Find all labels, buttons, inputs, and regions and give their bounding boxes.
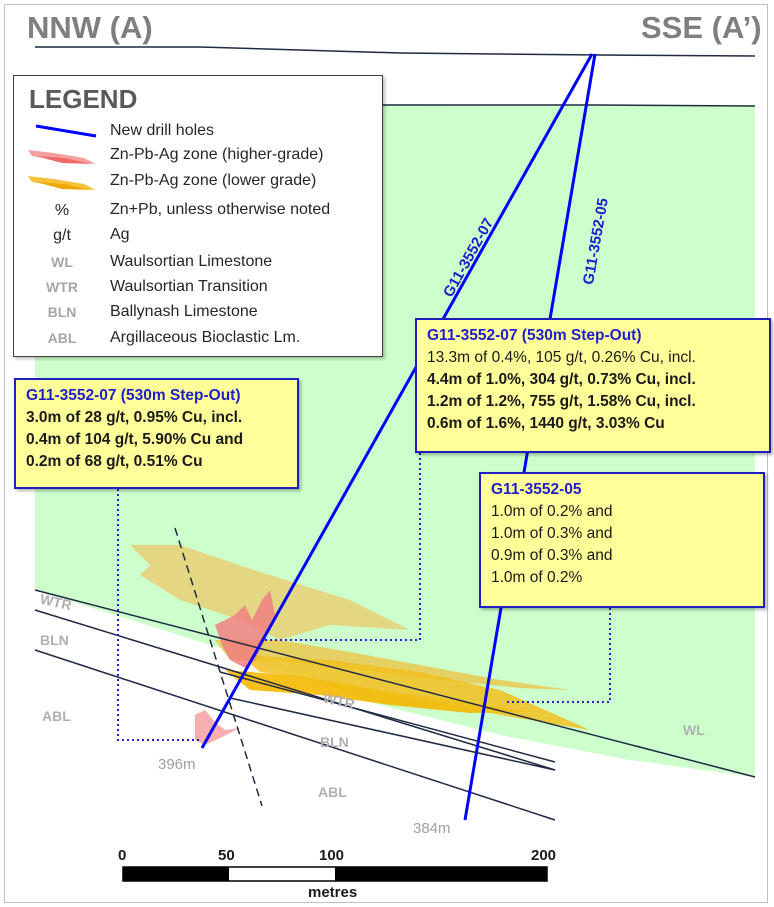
contact-lines — [34, 589, 756, 821]
scale-tick-50: 50 — [218, 847, 235, 864]
intercept-line: 1.0m of 0.2% and — [491, 503, 613, 520]
scale-tick-200: 200 — [531, 847, 557, 864]
legend-label: Ballynash Limestone — [110, 303, 258, 320]
legend-label: Argillaceous Bioclastic Lm. — [110, 329, 301, 346]
legend-symbol: g/t — [53, 227, 71, 244]
legend-label: Zn-Pb-Ag zone (higher-grade) — [110, 146, 324, 163]
legend-symbol: WTR — [46, 279, 78, 295]
legend-symbol: WL — [51, 254, 73, 270]
legend-label: Zn-Pb-Ag zone (lower grade) — [110, 172, 317, 189]
legend-item-higher-grade: Zn-Pb-Ag zone (higher-grade) — [14, 144, 382, 168]
scale-bar — [122, 866, 548, 882]
legend-symbol: BLN — [47, 304, 77, 320]
section-left-end-label: NNW (A) — [27, 10, 153, 45]
intercept-box-left: G11-3552-07 (530m Step-Out) 3.0m of 28 g… — [14, 378, 299, 489]
depth-label-05: 384m — [413, 820, 451, 837]
legend-symbol: % — [54, 202, 70, 219]
intercept-line: 1.0m of 0.2% — [491, 569, 583, 586]
scale-unit-label: metres — [308, 884, 358, 901]
legend-item-bln: BLN Ballynash Limestone — [14, 301, 382, 325]
intercept-line: 1.2m of 1.2%, 755 g/t, 1.58% Cu, incl. — [427, 393, 696, 410]
intercept-title: G11-3552-05 — [491, 481, 582, 498]
topographic-surface-line — [35, 46, 756, 57]
legend-item-abl: ABL Argillaceous Bioclastic Lm. — [14, 327, 382, 351]
unit-label-bln-left: BLN — [40, 632, 69, 648]
pink-zone-swatch-icon — [28, 150, 96, 164]
drill-hole-g11-3552-07 — [200, 53, 594, 749]
scale-tick-0: 0 — [118, 847, 127, 864]
unit-label-wl: WL — [683, 722, 705, 738]
legend-title: LEGEND — [29, 84, 138, 114]
legend-symbol: ABL — [47, 330, 77, 346]
unit-label-abl-mid: ABL — [318, 784, 347, 800]
intercept-line: 3.0m of 28 g/t, 0.95% Cu, incl. — [26, 409, 243, 426]
legend-item-percent: % Zn+Pb, unless otherwise noted — [14, 199, 382, 223]
intercept-box-upper-right: G11-3552-07 (530m Step-Out) 13.3m of 0.4… — [415, 318, 771, 453]
intercept-title: G11-3552-07 (530m Step-Out) — [26, 387, 241, 404]
unit-label-abl-left: ABL — [42, 708, 71, 724]
intercept-line: 4.4m of 1.0%, 304 g/t, 0.73% Cu, incl. — [427, 371, 696, 388]
legend-label: New drill holes — [110, 122, 215, 139]
intercept-line: 0.9m of 0.3% and — [491, 547, 613, 564]
fault-line — [174, 527, 263, 807]
legend-item-wl: WL Waulsortian Limestone — [14, 251, 382, 275]
legend-label: Waulsortian Transition — [110, 278, 268, 295]
legend: LEGEND New drill holes Zn-Pb-Ag zone (hi… — [13, 75, 383, 357]
intercept-box-lower-right: G11-3552-05 1.0m of 0.2% and 1.0m of 0.3… — [479, 472, 765, 608]
legend-label: Ag — [110, 226, 130, 243]
intercept-line: 0.4m of 104 g/t, 5.90% Cu and — [26, 431, 244, 448]
legend-item-drill-holes: New drill holes — [14, 120, 382, 144]
legend-item-wtr: WTR Waulsortian Transition — [14, 276, 382, 300]
depth-label-07: 396m — [158, 756, 196, 773]
figure-frame — [4, 4, 768, 903]
legend-item-lower-grade: Zn-Pb-Ag zone (lower grade) — [14, 170, 382, 194]
intercept-line: 1.0m of 0.3% and — [491, 525, 613, 542]
intercept-title: G11-3552-07 (530m Step-Out) — [427, 327, 642, 344]
intercept-line: 13.3m of 0.4%, 105 g/t, 0.26% Cu, incl. — [427, 349, 696, 366]
section-right-end-label: SSE (A’) — [641, 10, 762, 45]
drill-hole-line-icon — [35, 124, 97, 138]
legend-item-gpt: g/t Ag — [14, 224, 382, 248]
yellow-zone-swatch-icon — [28, 176, 96, 190]
legend-label: Waulsortian Limestone — [110, 253, 273, 270]
unit-label-bln-mid: BLN — [320, 734, 349, 750]
leader-lines — [117, 453, 611, 741]
legend-label: Zn+Pb, unless otherwise noted — [110, 201, 331, 218]
intercept-line: 0.6m of 1.6%, 1440 g/t, 3.03% Cu — [427, 415, 665, 432]
scale-tick-100: 100 — [319, 847, 345, 864]
intercept-line: 0.2m of 68 g/t, 0.51% Cu — [26, 453, 203, 470]
